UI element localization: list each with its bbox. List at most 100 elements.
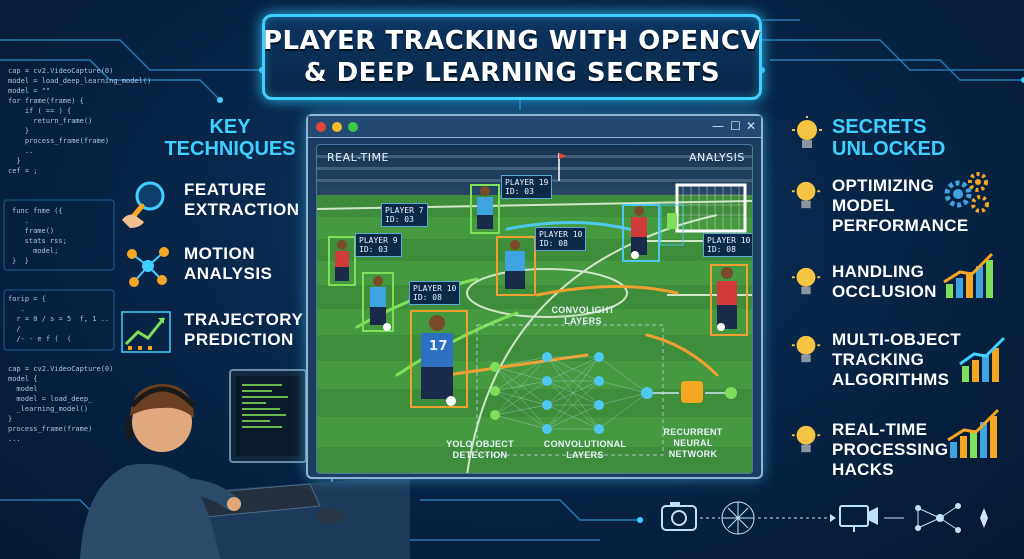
jersey-number: 17	[429, 339, 449, 354]
realtime-label: REAL-TIME	[327, 151, 389, 164]
pipeline-strip	[661, 501, 988, 535]
camera-icon	[661, 502, 697, 531]
secret-label-1b: MODEL	[832, 196, 895, 215]
player-label-2: PLAYER 7 ID: 03	[381, 203, 428, 227]
conv-line2: LAYERS	[566, 450, 604, 460]
secret-label-1c: PERFORMANCE	[832, 216, 969, 235]
player-label-1: PLAYER 19 ID: 03	[501, 175, 553, 199]
player-name: PLAYER 19	[505, 178, 549, 187]
code-snippet-mid2: forip = { . r = 0 / s = 5 f, 1 .. / /- -…	[8, 295, 110, 343]
close-dot-icon[interactable]	[316, 122, 326, 132]
player-name: PLAYER 9	[359, 236, 398, 245]
secrets-heading-line1: SECRETS	[832, 116, 927, 138]
player-label-3: PLAYER 9 ID: 03	[355, 233, 402, 257]
bar-chart-icon	[947, 408, 1000, 458]
title-banner: PLAYER TRACKING WITH OPENCV & DEEP LEARN…	[262, 14, 762, 100]
analysis-window: — ☐ ✕	[306, 114, 763, 479]
tech-label-2b: ANALYSIS	[184, 264, 273, 283]
player-id: ID: 03	[505, 187, 534, 196]
secret-label-2a: HANDLING	[832, 262, 925, 281]
bar-chart-icon	[959, 336, 1006, 382]
secret-label-3a: MULTI-OBJECT	[832, 330, 961, 349]
secrets-unlocked-heading: SECRETS UNLOCKED	[832, 116, 945, 160]
player-id: ID: 08	[539, 239, 568, 248]
yolo-line1: YOLO OBJECT	[446, 439, 514, 449]
rnn-line3: NETWORK	[668, 449, 718, 459]
goal-icon	[675, 183, 747, 233]
player-id: ID: 08	[413, 293, 442, 302]
pitch-view: REAL-TIME ANALYSIS PLAYER 19 ID: 03 PLAY…	[316, 144, 753, 474]
tech-label-2a: MOTION	[184, 244, 255, 263]
secrets-heading-line2: UNLOCKED	[832, 138, 946, 160]
window-titlebar: — ☐ ✕	[308, 116, 761, 138]
players	[328, 184, 748, 408]
player-name: PLAYER 10	[539, 230, 583, 239]
tech-label-1a: FEATURE	[184, 180, 267, 199]
neural-net-icon	[721, 501, 755, 535]
secret-label-1a: OPTIMIZING	[832, 176, 935, 195]
secret-label-4a: REAL-TIME	[832, 420, 928, 439]
player-id: ID: 03	[385, 215, 414, 224]
title-line-2: & DEEP LEARNING SECRETS	[303, 58, 721, 88]
network-nodes-icon	[127, 247, 169, 287]
nn-top-line2: LAYERS	[564, 316, 602, 326]
player-label-4: PLAYER 10 ID: 08	[535, 227, 587, 251]
code-snippet-mid: func fnme ({ . frame() stats rss; model;…	[12, 207, 67, 265]
key-heading-line2: TECHNIQUES	[164, 138, 296, 160]
secret-label-3c: ALGORITHMS	[832, 370, 950, 389]
key-heading-line1: KEY	[209, 116, 251, 138]
trend-chart-icon	[121, 311, 171, 353]
monitor-icon	[839, 505, 878, 532]
secret-label-4c: HACKS	[832, 460, 894, 479]
tech-label-1b: EXTRACTION	[184, 200, 300, 219]
tech-label-3a: TRAJECTORY	[184, 310, 304, 329]
neural-network-diagram	[476, 324, 737, 456]
close-icon[interactable]: ✕	[746, 119, 757, 133]
player-name: PLAYER 7	[385, 206, 424, 215]
minimize-icon[interactable]: —	[712, 119, 724, 133]
title-line-1: PLAYER TRACKING WITH OPENCV	[262, 26, 762, 56]
key-techniques-heading: KEY TECHNIQUES	[150, 116, 310, 160]
maximize-dot-icon[interactable]	[348, 122, 358, 132]
player-name: PLAYER 10	[413, 284, 457, 293]
magnifier-hand-icon	[122, 181, 165, 228]
lightbulb-icon	[791, 425, 821, 453]
secret-label-2b: OCCLUSION	[832, 282, 937, 301]
lightbulb-icon	[791, 181, 821, 209]
code-snippet-bottom: cap = cv2.VideoCapture(0) model { model …	[8, 365, 114, 443]
minimize-dot-icon[interactable]	[332, 122, 342, 132]
secret-label-3b: TRACKING	[832, 350, 925, 369]
tech-label-3b: PREDICTION	[184, 330, 294, 349]
sparkle-icon	[980, 508, 988, 528]
yolo-line2: DETECTION	[452, 450, 508, 460]
player-label-5: PLAYER 10 ID: 08	[703, 233, 752, 257]
conv-line1: CONVOLUTIONAL	[543, 439, 627, 449]
secret-label-4b: PROCESSING	[832, 440, 949, 459]
lightbulb-icon	[792, 116, 822, 148]
player-id: ID: 03	[359, 245, 388, 254]
lightbulb-icon	[791, 267, 821, 295]
analysis-label: ANALYSIS	[689, 151, 745, 164]
player-name: PLAYER 10	[707, 236, 751, 245]
lightbulb-icon	[791, 335, 821, 363]
player-label-6: PLAYER 10 ID: 08	[409, 281, 461, 305]
bar-chart-icon	[943, 252, 994, 298]
nn-top-line1: CONVOLIGHT	[551, 305, 615, 315]
player-id: ID: 08	[707, 245, 736, 254]
gears-icon	[944, 172, 989, 213]
maximize-icon[interactable]: ☐	[730, 119, 741, 133]
rnn-line1: RECURRENT	[663, 427, 723, 437]
rnn-line2: NEURAL	[673, 438, 713, 448]
code-snippet-top: cap = cv2.VideoCapture(0) model = load_d…	[8, 67, 152, 175]
